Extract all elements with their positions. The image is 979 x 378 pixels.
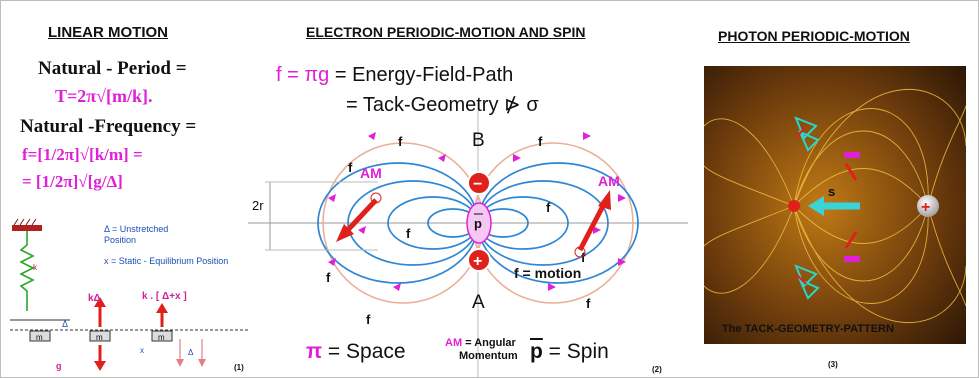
red-tick — [795, 273, 807, 285]
f-motion-label: f = motion — [514, 265, 581, 281]
gravity-label: g — [56, 361, 62, 371]
ceiling-hatch — [13, 218, 37, 226]
plus-sign: + — [473, 253, 482, 270]
f-label: f — [398, 134, 403, 149]
displacement-arrowhead — [176, 359, 184, 367]
f-pi-g: f = πg — [276, 64, 330, 86]
pi-symbol: π — [306, 340, 323, 363]
electron-dot — [788, 200, 800, 212]
am-arrow-left — [344, 198, 378, 234]
delta-mark-2: Δ — [188, 348, 194, 357]
magenta-marker — [844, 152, 860, 158]
x-mark: x — [140, 346, 144, 355]
mass-label: m — [96, 333, 103, 342]
photon-title: PHOTON PERIODIC-MOTION — [718, 28, 910, 44]
am-legend-text-2: Momentum — [459, 350, 518, 362]
am-pivot-left — [370, 192, 382, 204]
spin-text: = Spin — [542, 340, 609, 363]
space-legend: π = Space — [306, 340, 406, 364]
positive-nucleus — [917, 195, 939, 217]
x-legend: x = Static - Equilibrium Position — [104, 256, 229, 266]
am-label-left: AM — [360, 165, 382, 181]
f-label: f — [586, 296, 591, 311]
photon-field-lines — [704, 88, 966, 324]
f-label: f — [406, 226, 411, 241]
spring-mass-diagram: k kΔ k . [ Δ+x ] Δ m m m x Δ g (1) — [10, 218, 250, 372]
mass-block — [151, 330, 173, 342]
red-arrow-upper — [844, 163, 858, 181]
electron-title: ELECTRON PERIODIC-MOTION AND SPIN — [306, 24, 586, 40]
gravity-arrowhead — [94, 361, 106, 371]
equation-line-2: = Tack-Geometry ⋫ σ — [346, 92, 539, 117]
f-label: f — [348, 160, 353, 175]
period-formula: T=2π√[m/k]. — [55, 86, 153, 106]
photon-field-image: s + The TACK-GEOMETRY-PATTERN — [704, 66, 966, 344]
f-labels: f f f f f f f f f — [326, 134, 591, 327]
k-delta-label: kΔ — [88, 293, 101, 304]
displacement-arrowhead — [198, 359, 206, 367]
natural-period-label: Natural - Period = — [38, 58, 187, 79]
am-arrowhead-right — [598, 190, 611, 210]
am-arrowhead-left — [336, 224, 354, 242]
f-label: f — [538, 134, 543, 149]
f-label: f — [326, 270, 331, 285]
ceiling-support — [12, 225, 42, 231]
s-label: s — [828, 184, 835, 199]
f-label: f — [366, 312, 371, 327]
k-delta-x-label: k . [ Δ+x ] — [142, 291, 187, 302]
space-text: = Space — [322, 340, 406, 363]
frequency-formula-2: = [1/2π]√[g/Δ] — [22, 172, 123, 191]
panel-2-number: (2) — [652, 365, 662, 374]
spin-loop — [466, 202, 492, 244]
frequency-formula-1: f=[1/2π]√[k/m] = — [22, 145, 143, 164]
am-legend-abbr: AM — [445, 337, 463, 349]
tack-triangles — [794, 116, 820, 300]
linear-motion-title: LINEAR MOTION — [48, 24, 168, 41]
delta-mark: Δ — [62, 319, 68, 329]
spring — [19, 231, 35, 311]
minus-sign: − — [473, 176, 482, 193]
panel-3-number: (3) — [828, 360, 838, 369]
panel-1-number: (1) — [234, 363, 244, 372]
equation-line-1: f = πg = Energy-Field-Path — [276, 64, 513, 87]
positive-charge — [467, 248, 491, 272]
red-tick — [795, 125, 807, 139]
red-arrow-lower — [844, 231, 858, 249]
p-bar-symbol: p — [530, 340, 543, 363]
delta-legend: Δ = Unstretched Position — [104, 224, 169, 245]
tack-geometry-pattern-label: The TACK-GEOMETRY-PATTERN — [722, 323, 894, 335]
energy-field-path: = Energy-Field-Path — [329, 64, 514, 86]
f-label: f — [581, 250, 586, 265]
mass-block — [29, 330, 51, 342]
tack-geometry-text: = Tack-Geometry ⋫ σ — [346, 94, 539, 116]
spin-p-label: p — [474, 216, 482, 231]
mass-label: m — [36, 333, 43, 342]
negative-charge — [467, 171, 491, 195]
flow-arrowheads — [328, 132, 626, 291]
mass-block — [89, 330, 111, 342]
electron-field-diagram: 2r f f f f f f f f f B A − + p AM AM f =… — [248, 110, 688, 378]
label-b: B — [472, 130, 485, 151]
photon-direction-arrowhead — [808, 196, 824, 216]
am-arrow-right — [577, 202, 607, 252]
mass-label: m — [158, 333, 165, 342]
two-r-label: 2r — [252, 198, 264, 213]
spring-k-label: k — [33, 263, 38, 272]
nucleus-plus: + — [921, 199, 930, 216]
restoring-force-arrowhead — [156, 303, 168, 313]
am-pivot-right — [574, 246, 586, 258]
natural-frequency-label: Natural -Frequency = — [20, 116, 197, 137]
label-a: A — [472, 292, 485, 313]
f-label: f — [546, 200, 551, 215]
magenta-marker — [844, 256, 860, 262]
am-legend-text: = Angular — [462, 337, 516, 349]
spin-legend: p = Spin — [530, 340, 609, 364]
am-label-right: AM — [598, 173, 620, 189]
spring-force-arrowhead — [94, 297, 106, 307]
